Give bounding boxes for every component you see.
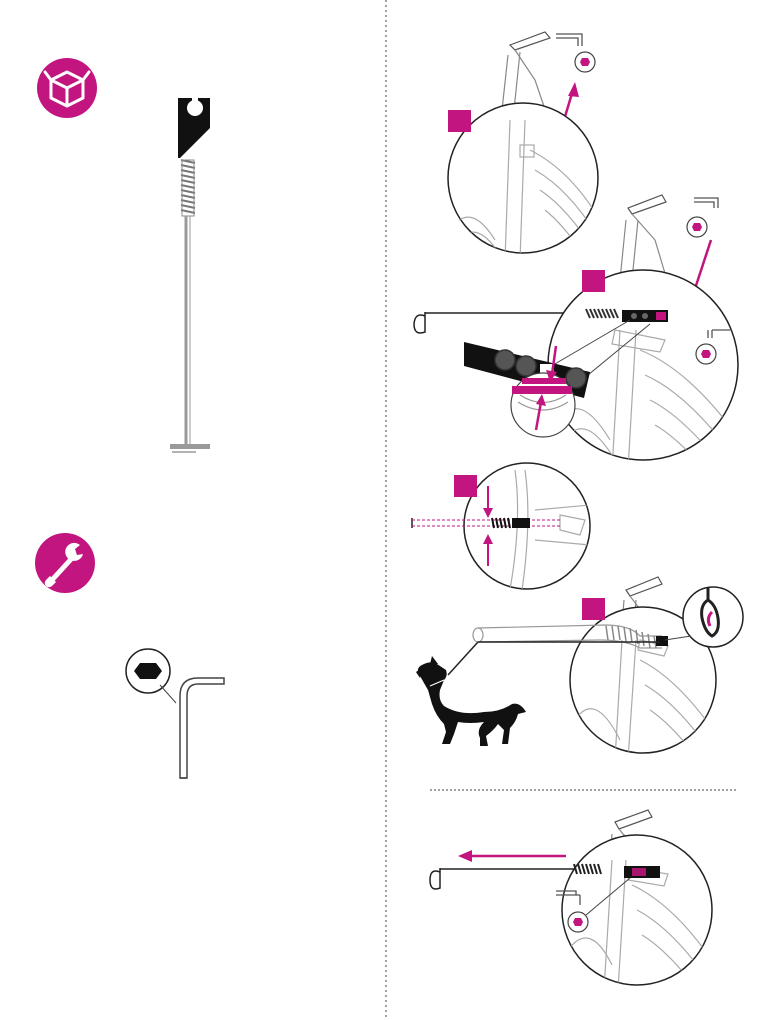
step-4-diagram (416, 577, 743, 790)
step-5-diagram (430, 810, 715, 1015)
wrench-icon (35, 533, 95, 593)
hex-key-icon (126, 649, 224, 778)
tool-spring (181, 160, 195, 213)
step-3-diagram (412, 463, 590, 590)
box-icon (37, 58, 97, 118)
step-2-diagram (414, 195, 740, 515)
leash-anchor-tool (170, 96, 210, 452)
dog-silhouette (416, 656, 526, 746)
step-1-diagram (448, 32, 600, 280)
